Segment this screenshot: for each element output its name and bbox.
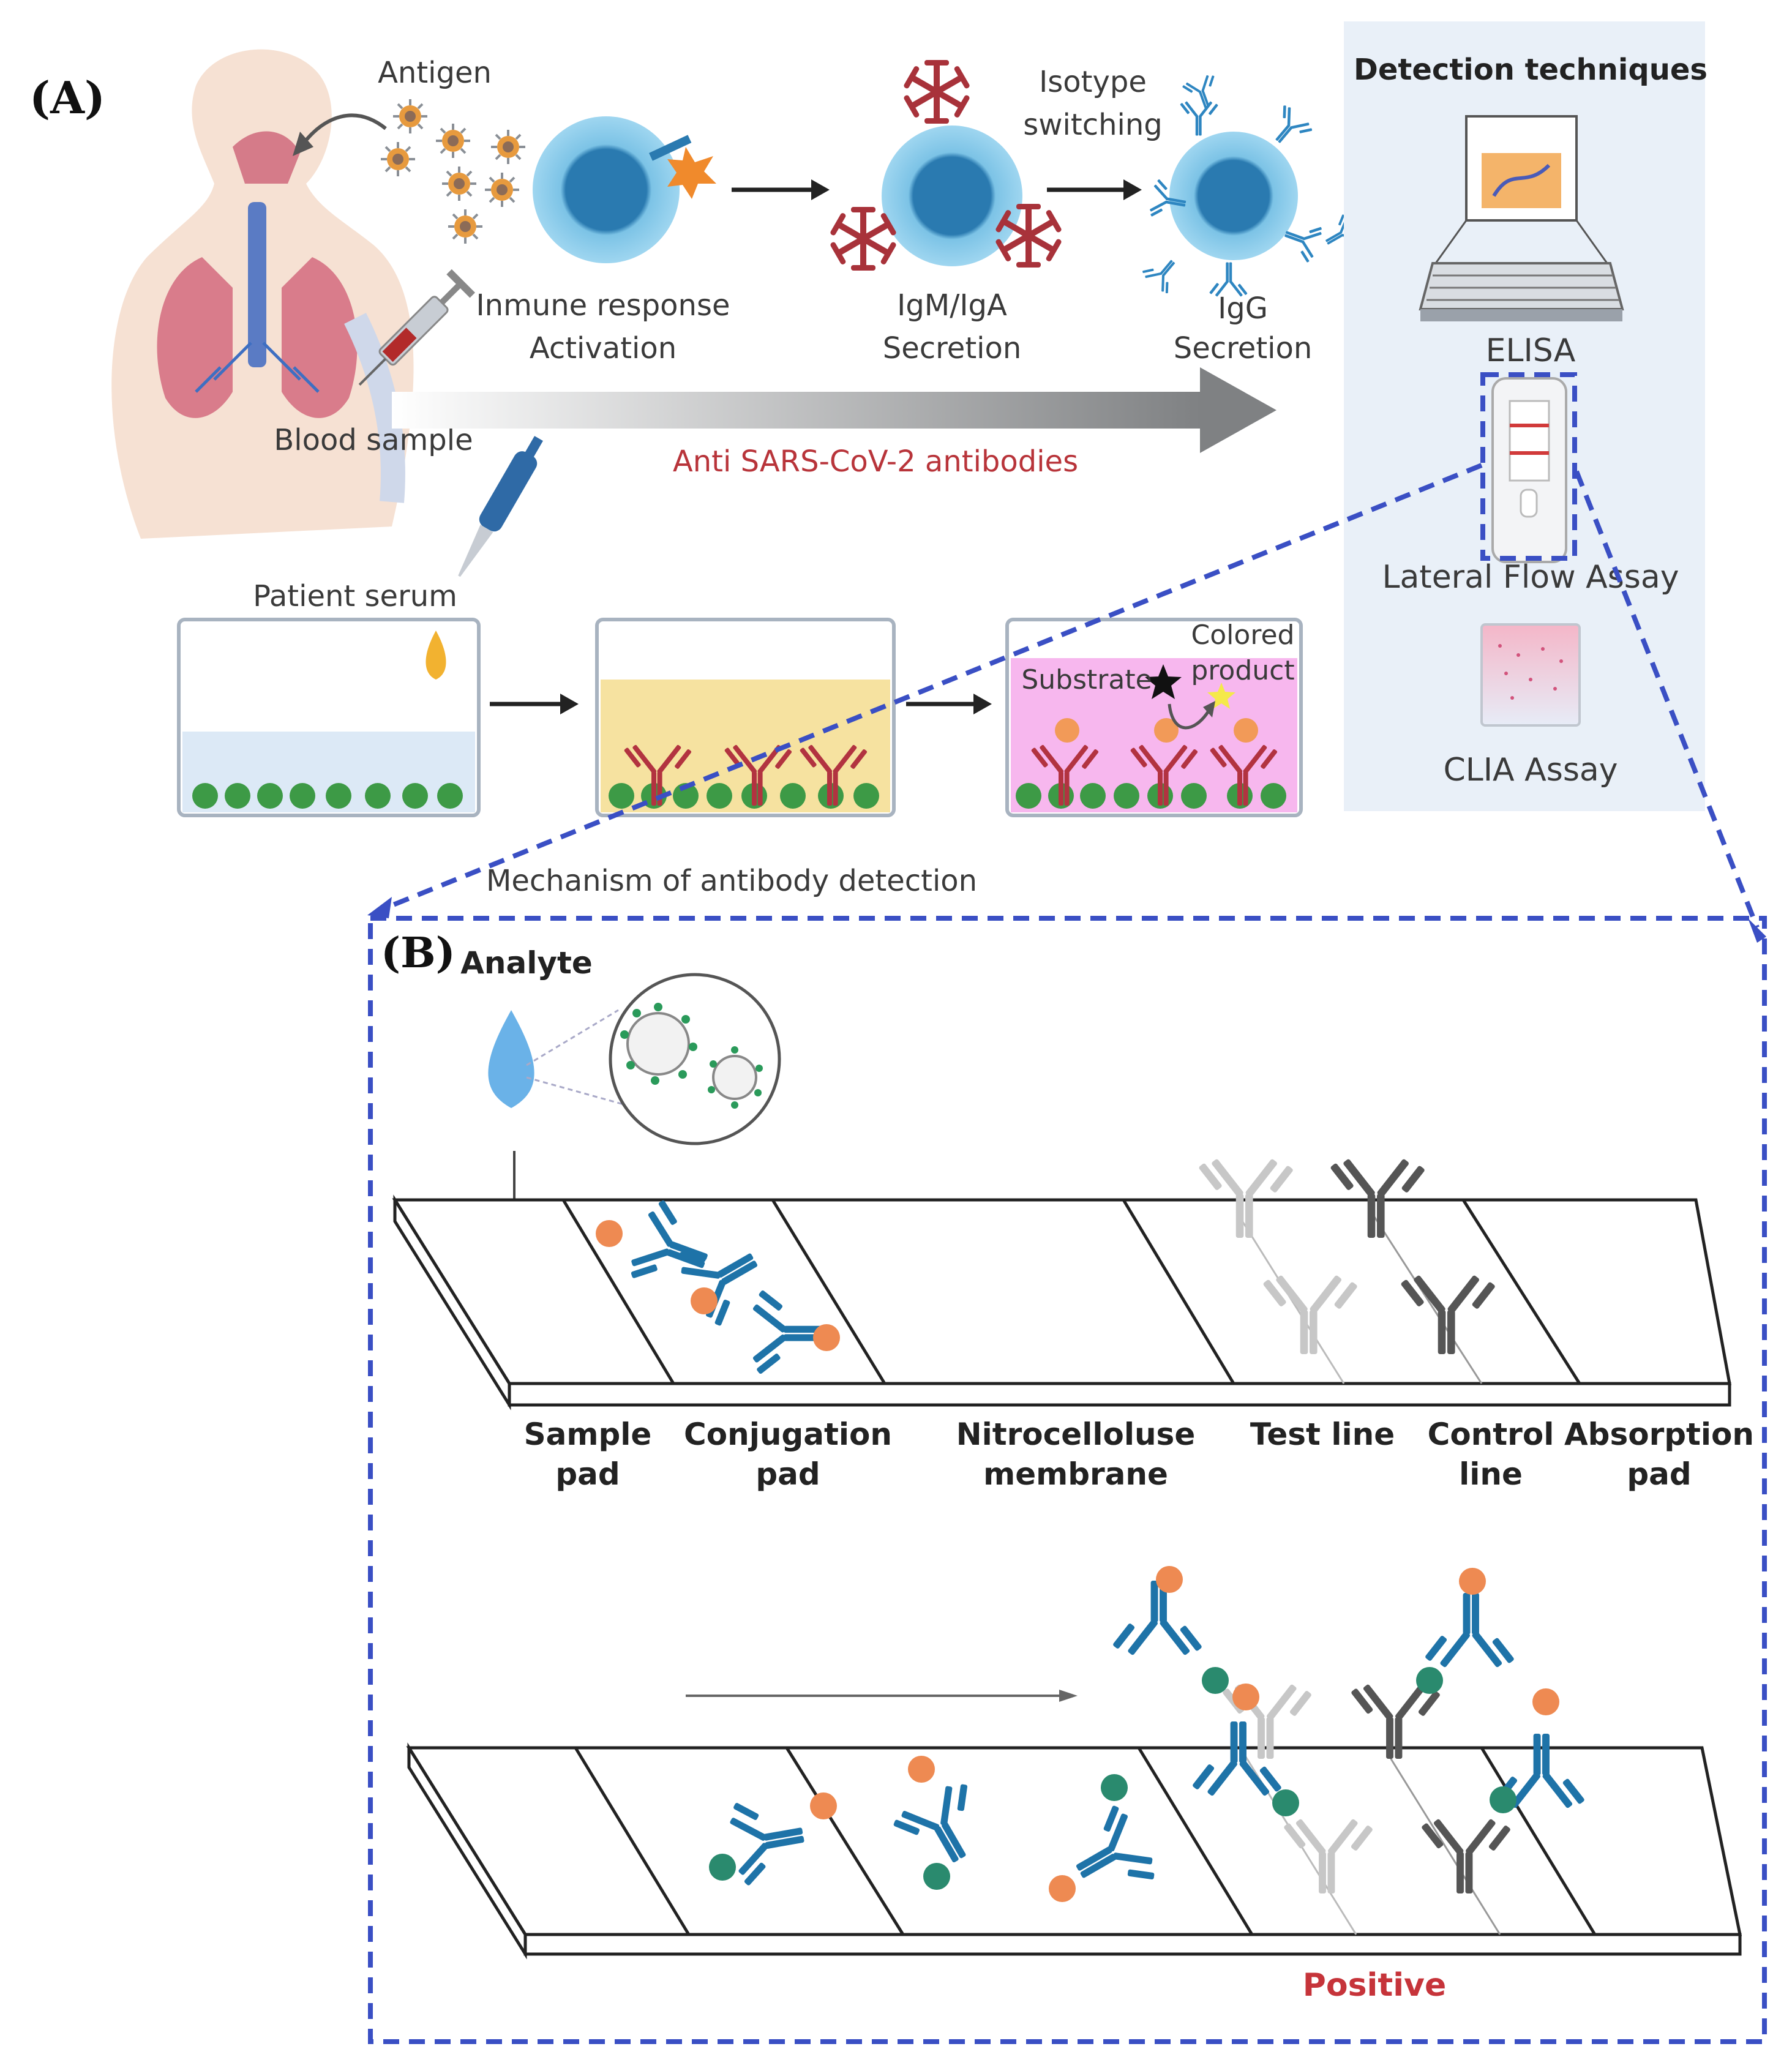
detection-title: Detection techniques bbox=[1354, 53, 1708, 87]
lfa-label: Lateral Flow Assay bbox=[1382, 559, 1679, 596]
detection-techniques-panel: Detection techniques ELISA Lateral Fl bbox=[1344, 21, 1708, 811]
panel-b: (B) Analyte bbox=[368, 916, 1767, 2044]
antibodies-label: Anti SARS-CoV-2 antibodies bbox=[673, 444, 1078, 479]
product-star-icon bbox=[1207, 683, 1235, 709]
antigen-virus-icons bbox=[380, 98, 527, 245]
control-line-label-2: line bbox=[1459, 1456, 1523, 1492]
analyte-label: Analyte bbox=[460, 945, 593, 981]
immune-cell-icon bbox=[533, 116, 680, 263]
membrane-label-1: Nitrocelloluse bbox=[956, 1417, 1195, 1452]
elisa-label: ELISA bbox=[1486, 332, 1576, 369]
panel-a: (A) Antigen bbox=[29, 49, 1362, 898]
blood-sample-label: Blood sample bbox=[274, 423, 473, 457]
strip-part-labels: Sample pad Conjugation pad Nitrocellolus… bbox=[524, 1417, 1754, 1492]
isotype-arrow-head-icon bbox=[1123, 179, 1142, 200]
zoom-connector-lines bbox=[381, 463, 1760, 929]
conjugation-pad-label-1: Conjugation bbox=[684, 1417, 892, 1452]
igm-label-2: Secretion bbox=[883, 331, 1022, 365]
pipette-icon bbox=[458, 436, 543, 577]
antigen-label: Antigen bbox=[378, 56, 492, 90]
isotype-label-2: switching bbox=[1023, 108, 1162, 142]
product-label: product bbox=[1191, 655, 1294, 686]
igg-cell-icon bbox=[1169, 132, 1298, 260]
sample-pad-label-1: Sample bbox=[524, 1417, 652, 1452]
mechanism-label: Mechanism of antibody detection bbox=[486, 864, 977, 898]
panel-a-label: (A) bbox=[29, 72, 105, 124]
connector-arrow-left-icon bbox=[367, 897, 392, 918]
curved-arrow-icon bbox=[301, 113, 387, 145]
elisa-well-2 bbox=[595, 618, 896, 817]
lateral-flow-cassette-icon bbox=[1480, 372, 1577, 563]
sample-pad-label-2: pad bbox=[555, 1456, 620, 1492]
igg-label-1: IgG bbox=[1218, 291, 1268, 326]
control-line-label-1: Control bbox=[1428, 1417, 1554, 1452]
immune-response-label-2: Activation bbox=[530, 331, 677, 365]
clia-well-icon bbox=[1480, 623, 1581, 727]
arrow-head-icon bbox=[811, 179, 830, 200]
clia-label: CLIA Assay bbox=[1443, 752, 1618, 788]
human-anatomy-illustration bbox=[111, 49, 414, 539]
lfa-highlight-box bbox=[1480, 372, 1577, 561]
elisa-well-1 bbox=[177, 618, 481, 817]
immune-response-label-1: Inmune response bbox=[476, 288, 730, 323]
timeline-arrow-head-icon bbox=[1200, 367, 1277, 453]
timeline-arrow-body bbox=[392, 392, 1200, 429]
igm-label-1: IgM/IgA bbox=[897, 288, 1007, 323]
well-arrow-2-head-icon bbox=[973, 694, 992, 714]
substrate-label: Substrate bbox=[1021, 664, 1152, 695]
magnified-virus-icon bbox=[609, 973, 781, 1145]
absorption-pad-label-2: pad bbox=[1627, 1456, 1691, 1492]
panel-b-dashed-frame bbox=[368, 916, 1767, 2044]
curved-arrow-head-icon bbox=[293, 132, 313, 156]
antigen-beads bbox=[192, 783, 463, 809]
syringe-icon bbox=[358, 269, 475, 386]
analyte-drop-icon bbox=[488, 1010, 534, 1108]
membrane-label-2: membrane bbox=[983, 1456, 1168, 1492]
well-arrow-1-head-icon bbox=[560, 694, 579, 714]
receptor-icon bbox=[649, 135, 692, 161]
plasma-cell-icon bbox=[882, 125, 1022, 266]
colored-label: Colored bbox=[1191, 620, 1295, 651]
substrate-star-icon bbox=[1145, 664, 1182, 699]
lfa-strip-top bbox=[392, 1158, 1731, 1410]
connector-arrow-right-icon bbox=[1748, 918, 1766, 943]
panel-b-label: (B) bbox=[381, 929, 455, 978]
igg-label-2: Secretion bbox=[1174, 331, 1313, 365]
lfa-strip-bottom bbox=[406, 1566, 1742, 1960]
positive-result-label: Positive bbox=[1303, 1967, 1446, 2004]
conjugation-pad-label-2: pad bbox=[755, 1456, 820, 1492]
isotype-label-1: Isotype bbox=[1039, 65, 1147, 99]
elisa-well-3 bbox=[1005, 618, 1303, 817]
antigen-bound-icon bbox=[667, 147, 716, 199]
test-line-label: Test line bbox=[1250, 1417, 1395, 1452]
elisa-plate-icon bbox=[1419, 115, 1624, 321]
absorption-pad-label-1: Absorption bbox=[1564, 1417, 1754, 1452]
patient-serum-label: Patient serum bbox=[253, 579, 457, 613]
